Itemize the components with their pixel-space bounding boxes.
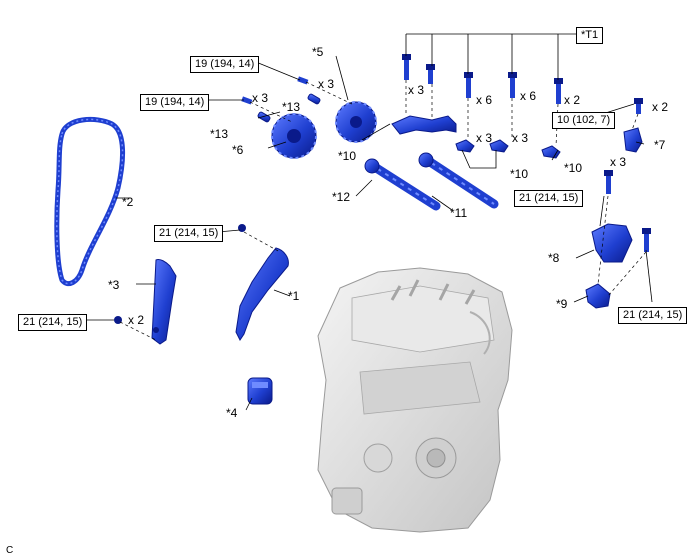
part-label: *12 [332, 190, 351, 204]
quantity-label: x 6 [476, 93, 493, 107]
chain-guide-left [151, 259, 177, 345]
part-label: *10 [564, 161, 583, 175]
part-label: *4 [226, 406, 238, 420]
tool-callout-box: *T1 [576, 27, 604, 44]
part-label: *11 [450, 206, 468, 220]
part-label: *6 [232, 143, 244, 157]
quantity-label: x 2 [128, 313, 145, 327]
camshaft-bearing-caps [391, 115, 561, 159]
part-label: *3 [108, 278, 120, 292]
part-label: *10 [510, 167, 529, 181]
torque-spec-box: 21 (214, 15) [514, 190, 584, 207]
torque-spec-box: 19 (194, 14) [190, 56, 260, 73]
timing-chain [54, 116, 126, 287]
figure-code: C [6, 545, 14, 556]
torque-spec-box: 19 (194, 14) [140, 94, 210, 111]
part-label: *2 [122, 195, 134, 209]
quantity-label: x 2 [564, 93, 581, 107]
chain-tensioner-arm [235, 247, 289, 341]
quantity-label: x 3 [476, 131, 493, 145]
cam-pins [257, 93, 321, 123]
quantity-label: x 3 [512, 131, 529, 145]
quantity-label: x 3 [408, 83, 425, 97]
quantity-label: x 2 [652, 100, 669, 114]
camshafts [364, 152, 499, 211]
quantity-label: x 3 [318, 77, 335, 91]
torque-spec-box: 21 (214, 15) [18, 314, 88, 331]
engine-block [317, 267, 513, 533]
torque-spec-box: 21 (214, 15) [618, 307, 688, 324]
part-label: *10 [338, 149, 357, 163]
part-label: *8 [548, 251, 560, 265]
leader-lines [86, 33, 653, 411]
part-label: *13 [210, 127, 229, 141]
crankshaft-sprocket [247, 377, 273, 405]
part-label: *1 [288, 289, 300, 303]
quantity-label: x 3 [610, 155, 627, 169]
part-label: *9 [556, 297, 568, 311]
torque-spec-box: 10 (102, 7) [552, 112, 616, 129]
camshaft-timing-gear-5 [335, 101, 377, 143]
part-label: *7 [654, 138, 666, 152]
part-label: *13 [282, 100, 301, 114]
camshaft-timing-gear-6 [271, 113, 317, 159]
quantity-label: x 6 [520, 89, 537, 103]
quantity-label: x 3 [252, 91, 269, 105]
right-side-parts [585, 127, 643, 309]
torque-spec-box: 21 (214, 15) [154, 225, 224, 242]
part-label: *5 [312, 45, 324, 59]
dashed-guides [119, 80, 647, 341]
